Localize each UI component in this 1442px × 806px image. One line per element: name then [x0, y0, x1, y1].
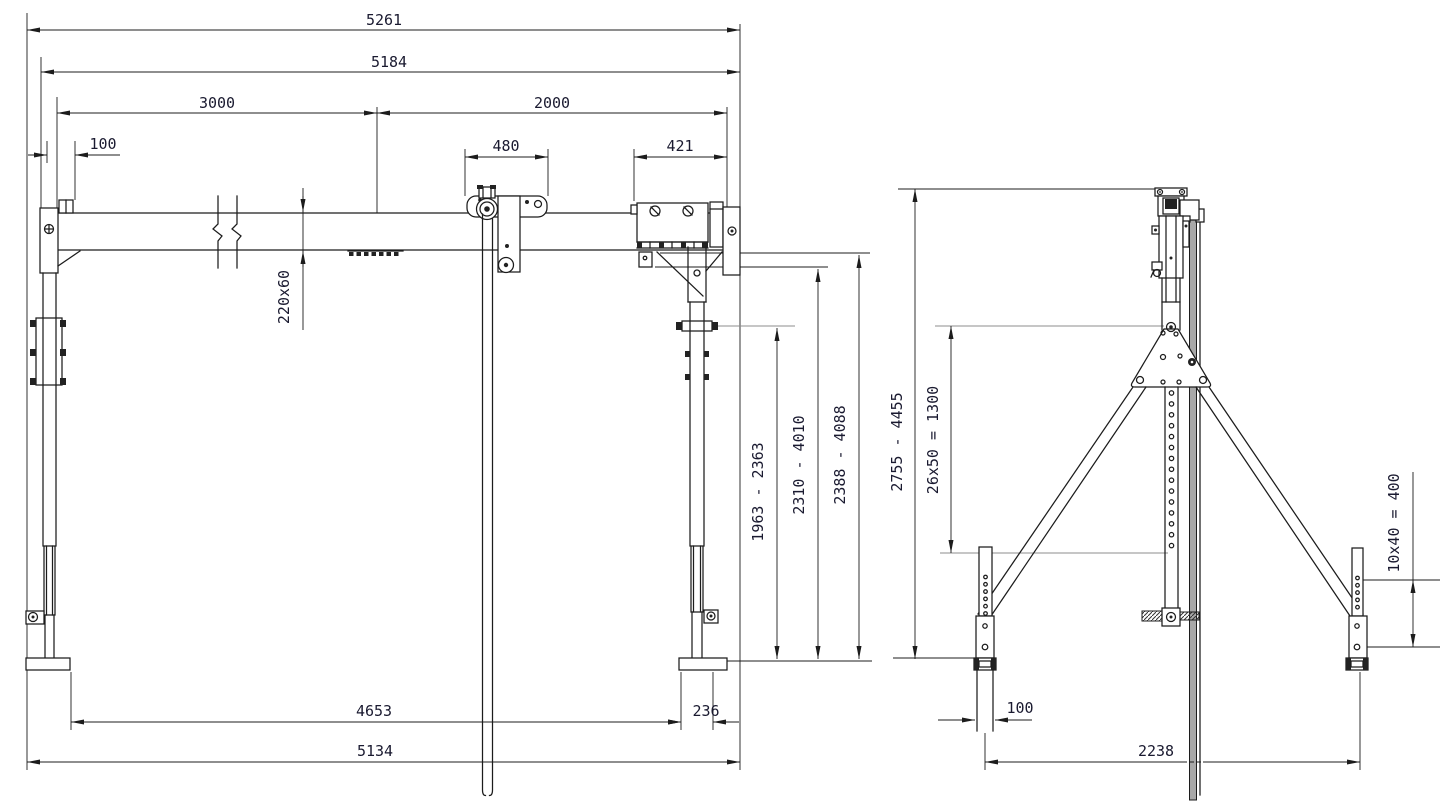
dim-label: 5184 [371, 53, 407, 71]
trolley [466, 185, 548, 274]
mast-head [1150, 187, 1200, 331]
dim-span-left: 3000 [57, 94, 377, 116]
dim-mast-holes: 26x50 = 1300 [924, 326, 954, 553]
dim-foot-width: 100 [938, 699, 1034, 723]
dim-foot-holes: 10x40 = 400 [1385, 472, 1416, 647]
main-beam [39, 195, 724, 274]
base-plate [678, 657, 728, 671]
dim-overall-width: 5261 [27, 11, 740, 33]
winch-lever [1151, 261, 1163, 271]
right-column [676, 246, 728, 671]
dim-label: 100 [1006, 699, 1033, 717]
dim-overall-height: 2755 - 4455 [888, 189, 918, 659]
dim-trolley-width: 480 [465, 137, 548, 160]
dim-label: 236 [692, 702, 719, 720]
dim-label: 1963 - 2363 [749, 442, 767, 541]
dim-label: 5261 [366, 11, 402, 29]
crank-handle [1141, 607, 1200, 627]
left-column [25, 272, 71, 671]
hoist-rope [481, 213, 494, 797]
dim-label: 2238 [1138, 742, 1174, 760]
dim-label: 10x40 = 400 [1385, 473, 1403, 572]
mounting-bracket [630, 201, 741, 297]
dim-hook-height: 1963 - 2363 [749, 328, 780, 659]
rack-teeth-bracket [636, 241, 709, 249]
dim-label: 421 [666, 137, 693, 155]
dim-label: 2310 - 4010 [790, 415, 808, 514]
right-foot [1345, 547, 1369, 671]
break-line [231, 195, 242, 269]
dim-span-right: 2000 [377, 94, 727, 116]
dim-label: 2755 - 4455 [888, 392, 906, 491]
perforated-mast-strip [1164, 386, 1179, 610]
dim-label: 100 [89, 135, 116, 153]
dim-label: 220x60 [275, 270, 293, 324]
dim-label: 5134 [357, 742, 393, 760]
front-extension-lines [26, 13, 872, 770]
dimensions-front: 5261 5184 3000 2000 100 480 [27, 11, 862, 765]
base-plate [25, 657, 71, 671]
telescopic-tube [43, 545, 56, 616]
side-view: 2755 - 4455 26x50 = 1300 10x40 = 400 100 [888, 187, 1440, 801]
front-view: 5261 5184 3000 2000 100 480 [25, 11, 872, 797]
dim-base-offset: 236 [655, 702, 739, 725]
support-legs [977, 386, 1364, 617]
dim-label: 2388 - 4088 [831, 405, 849, 504]
rack-teeth-center [347, 250, 404, 256]
dim-label: 480 [492, 137, 519, 155]
dim-label: 3000 [199, 94, 235, 112]
side-reference-lines [893, 188, 1440, 770]
break-line [212, 195, 223, 269]
dim-label: 2000 [534, 94, 570, 112]
telescopic-tube [690, 545, 704, 613]
gusset-plate [1130, 321, 1212, 388]
dim-label: 26x50 = 1300 [924, 386, 942, 494]
dim-end-offset: 100 [28, 135, 120, 158]
dim-bracket-width: 421 [634, 137, 727, 160]
dim-overall-base: 5134 [27, 742, 740, 765]
dimensions-side: 2755 - 4455 26x50 = 1300 10x40 = 400 100 [888, 189, 1416, 765]
mast-body [1158, 215, 1184, 279]
dim-beam-width: 5184 [41, 53, 740, 75]
beam-end-plate [722, 206, 741, 276]
dim-beam-section: 220x60 [275, 188, 306, 330]
guide-rail [1189, 208, 1205, 801]
left-foot [973, 546, 997, 732]
dim-label: 4653 [356, 702, 392, 720]
clamp [35, 317, 63, 386]
dim-base-span: 4653 [71, 702, 681, 725]
dim-leg-span: 2238 [985, 742, 1360, 765]
dim-clearance-top: 2388 - 4088 [831, 255, 862, 659]
dim-clearance-mid: 2310 - 4010 [790, 269, 821, 659]
